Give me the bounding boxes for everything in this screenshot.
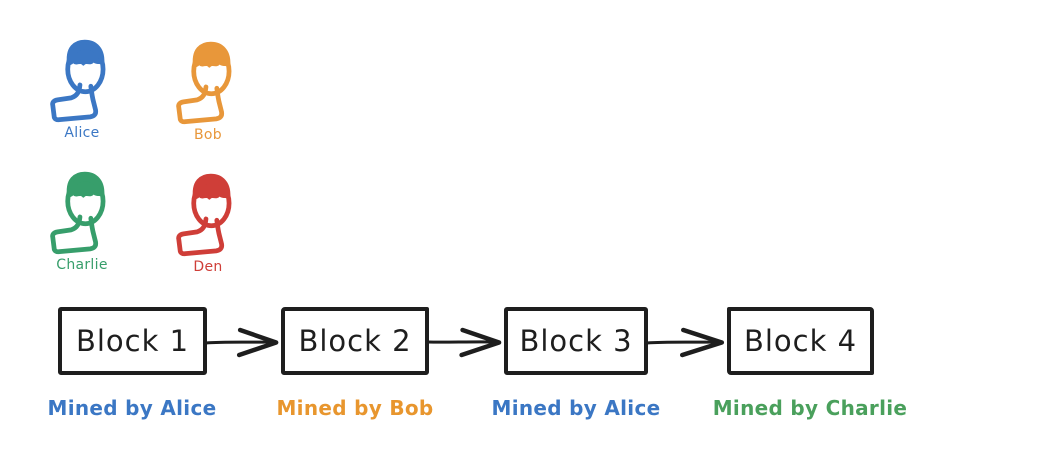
miner-label: Mined by Alice xyxy=(491,396,661,420)
person-name-label: Alice xyxy=(64,125,100,141)
arrow-right-icon xyxy=(427,327,502,358)
miner-label: Mined by Charlie xyxy=(712,396,908,420)
person-avatar-icon xyxy=(50,171,106,255)
person-den: Den xyxy=(162,170,254,275)
person-avatar-icon xyxy=(50,39,106,123)
block-4: Block 4 xyxy=(727,307,874,375)
person-alice: Alice xyxy=(36,36,128,141)
block-1: Block 1 xyxy=(58,307,207,375)
arrow-right-icon xyxy=(205,327,279,358)
arrow-right-icon xyxy=(646,327,725,358)
person-avatar-icon xyxy=(176,41,232,125)
person-name-label: Den xyxy=(193,259,223,275)
person-charlie: Charlie xyxy=(36,168,128,273)
person-bob: Bob xyxy=(162,38,254,143)
miner-label: Mined by Alice xyxy=(47,396,217,420)
person-avatar-icon xyxy=(176,173,232,257)
block-2: Block 2 xyxy=(281,307,429,375)
person-name-label: Charlie xyxy=(56,257,108,273)
person-name-label: Bob xyxy=(194,127,222,143)
miner-label: Mined by Bob xyxy=(276,396,434,420)
block-3: Block 3 xyxy=(504,307,648,375)
